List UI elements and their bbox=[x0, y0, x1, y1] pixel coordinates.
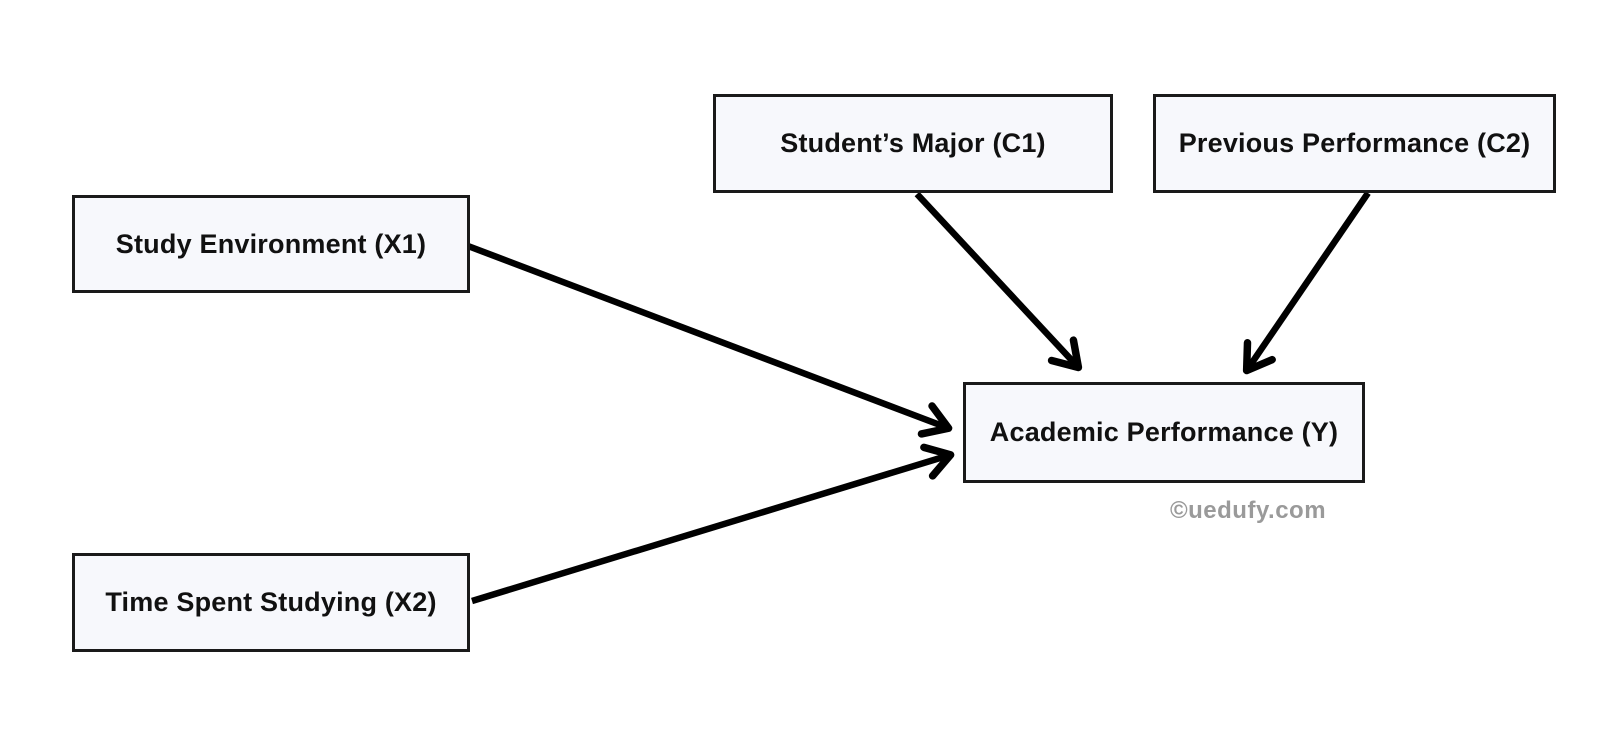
node-students-major: Student’s Major (C1) bbox=[713, 94, 1113, 193]
arrow-c1-to-y bbox=[914, 191, 1083, 372]
node-students-major-label: Student’s Major (C1) bbox=[780, 128, 1046, 158]
node-previous-performance-label: Previous Performance (C2) bbox=[1178, 128, 1531, 158]
node-time-spent-studying: Time Spent Studying (X2) bbox=[72, 553, 470, 652]
arrow-x1-to-y bbox=[466, 242, 953, 438]
node-academic-performance-label: Academic Performance (Y) bbox=[989, 417, 1339, 447]
arrow-x2-to-y bbox=[471, 443, 955, 605]
node-time-spent-studying-label: Time Spent Studying (X2) bbox=[105, 587, 437, 617]
node-study-environment: Study Environment (X1) bbox=[72, 195, 470, 293]
node-academic-performance: Academic Performance (Y) bbox=[963, 382, 1365, 483]
node-previous-performance: Previous Performance (C2) bbox=[1153, 94, 1556, 193]
node-study-environment-label: Study Environment (X1) bbox=[115, 228, 427, 259]
arrow-c2-to-y bbox=[1242, 191, 1371, 375]
watermark: ©uedufy.com bbox=[1169, 497, 1327, 524]
